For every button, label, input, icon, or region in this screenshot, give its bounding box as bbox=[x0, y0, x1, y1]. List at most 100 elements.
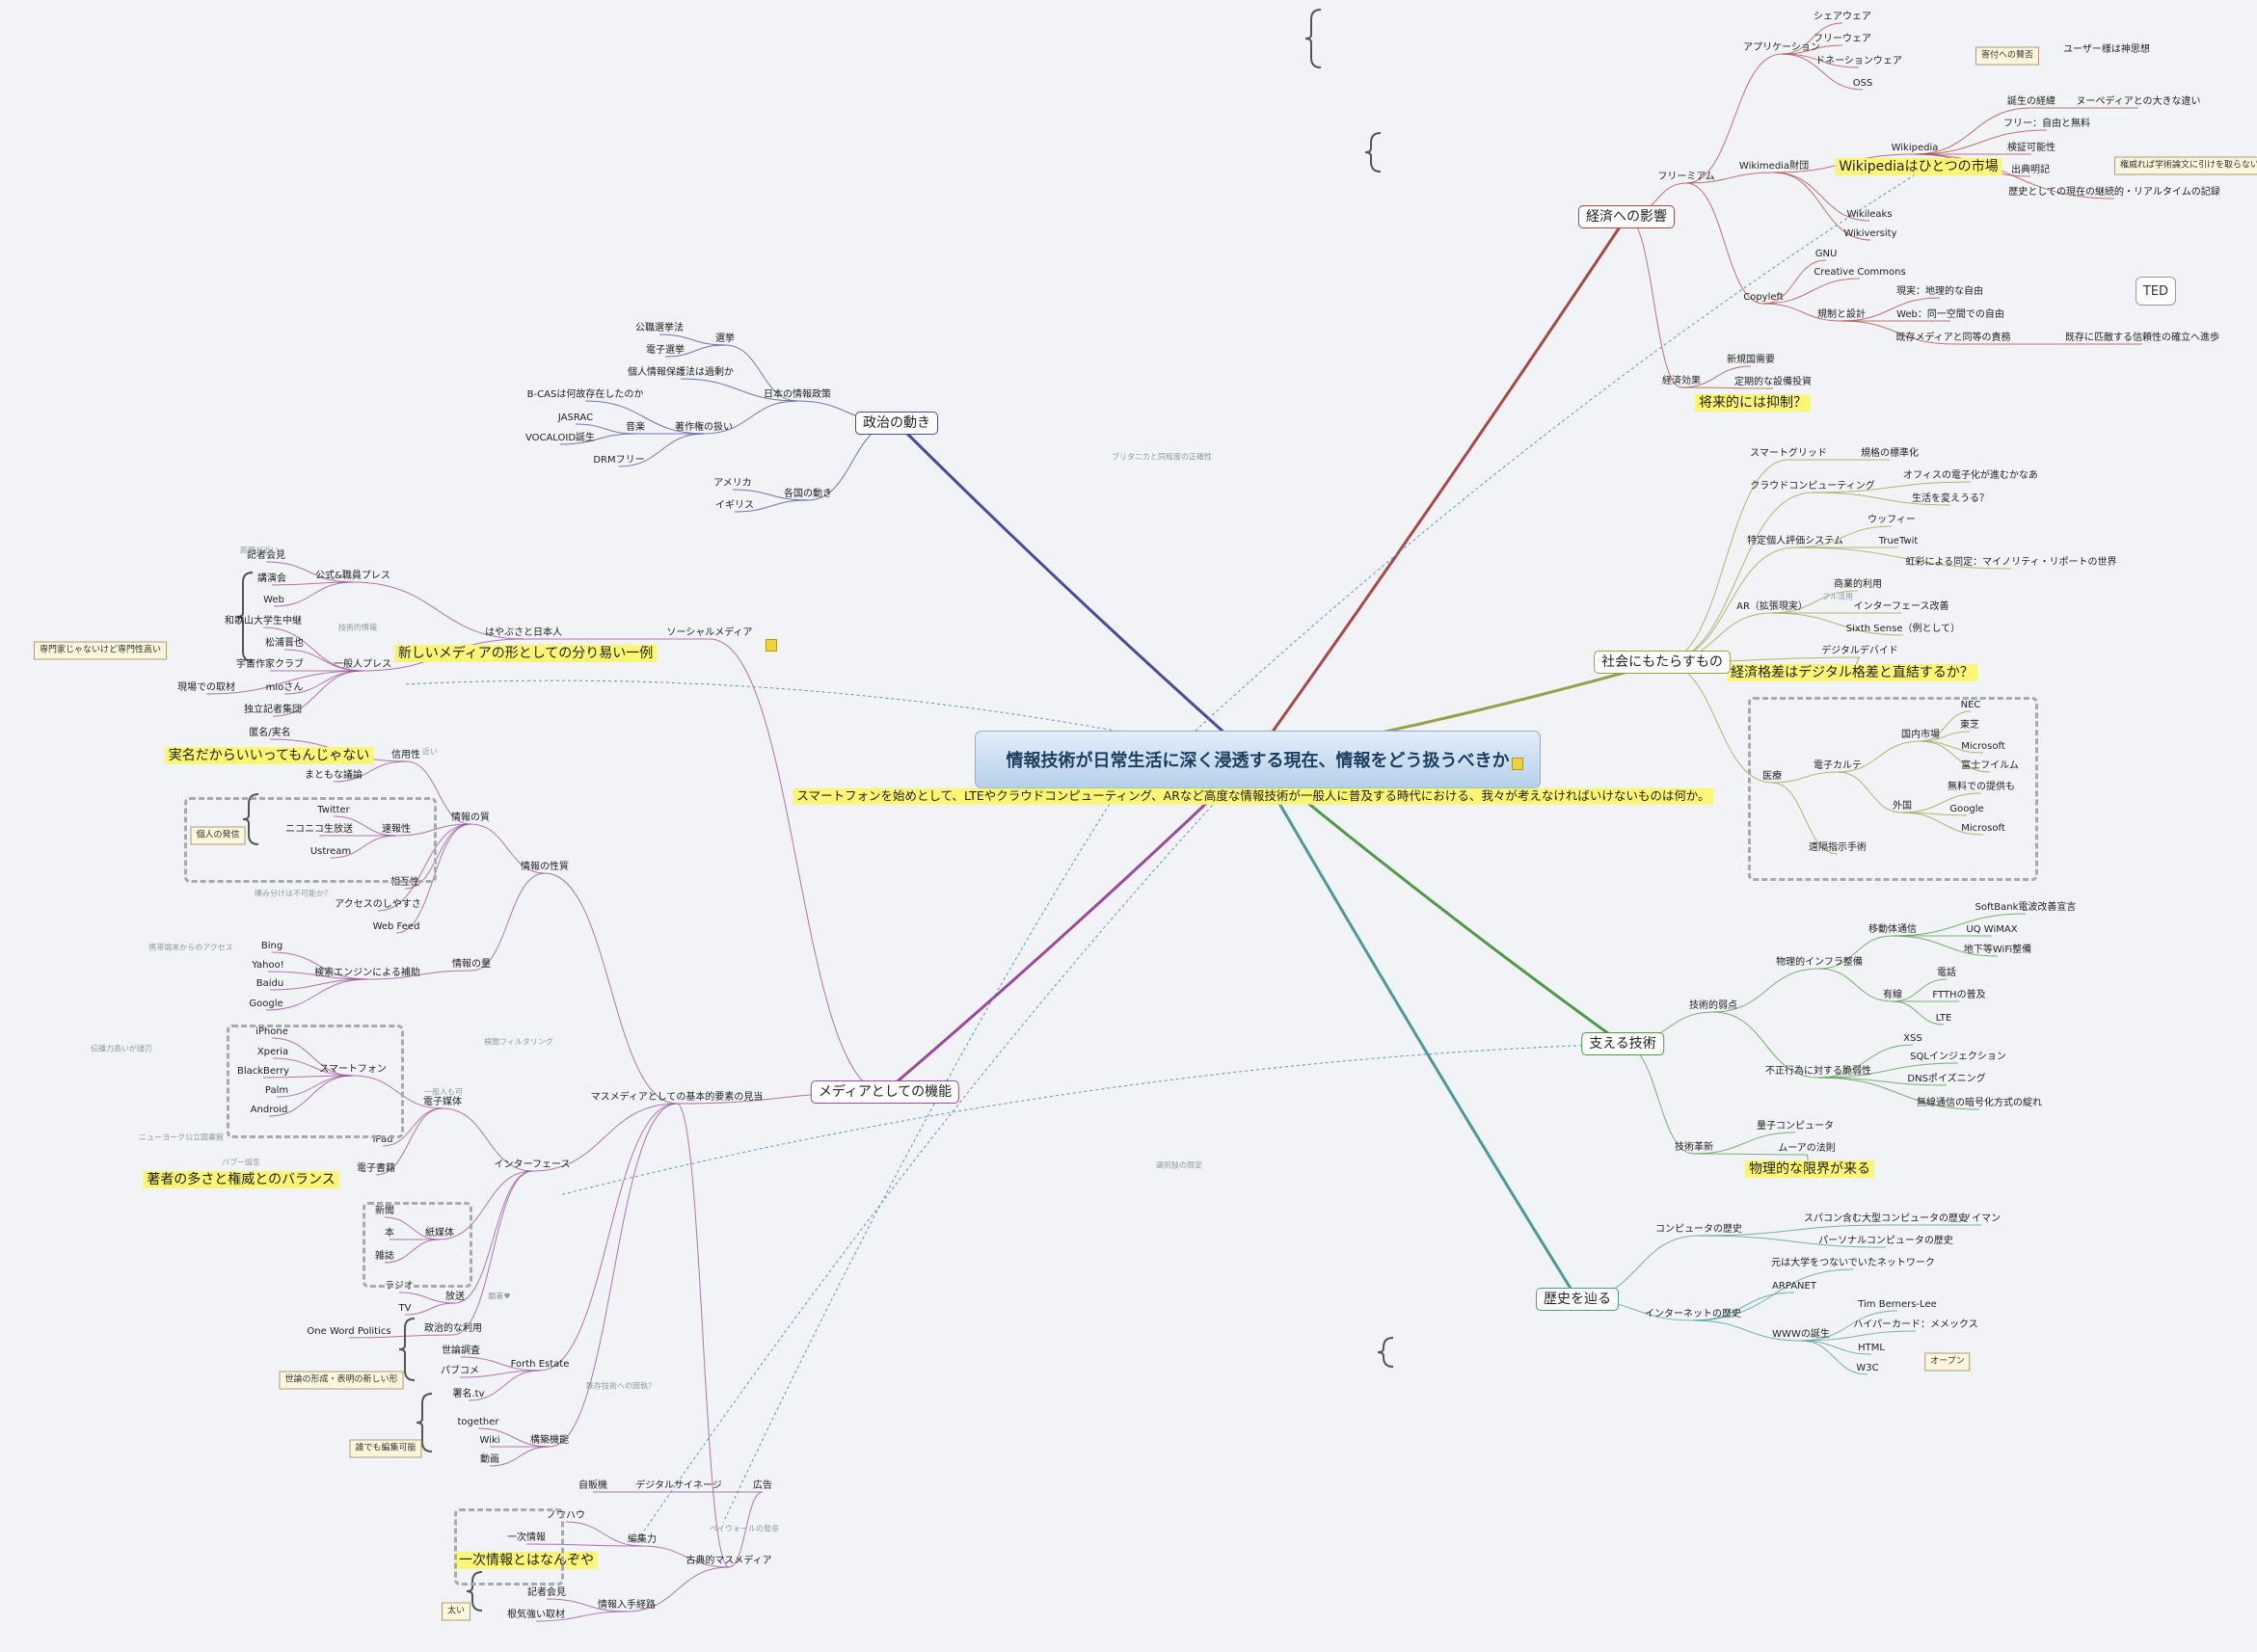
topic-j43[interactable]: 著者の多さと権威とのバランス bbox=[143, 1171, 339, 1188]
topic-e14[interactable]: 各国の動き bbox=[784, 489, 832, 499]
topic-b1[interactable]: 誕生の経緯 bbox=[2007, 96, 2055, 107]
topic-j38[interactable]: Android bbox=[250, 1105, 288, 1115]
topic-e3[interactable]: 選挙 bbox=[715, 333, 735, 344]
topic-b6[interactable]: 歴史としての現在の継続的・リアルタイムの記録 bbox=[2008, 187, 2220, 198]
topic-j1[interactable]: 記者会見 bbox=[247, 550, 285, 561]
topic-j17[interactable]: まともな議論 bbox=[305, 770, 363, 781]
topic-e10[interactable]: 著作権の扱い bbox=[675, 422, 733, 433]
topic-j29[interactable]: Yahoo! bbox=[252, 960, 284, 971]
topic-j25[interactable]: Web Feed bbox=[372, 921, 420, 932]
topic-e1[interactable]: 公職選挙法 bbox=[635, 323, 684, 333]
topic-h19[interactable]: 技術革新 bbox=[1675, 1142, 1713, 1153]
topic-h5[interactable]: 電話 bbox=[1937, 968, 1956, 978]
topic-j65[interactable]: 広告 bbox=[753, 1480, 772, 1491]
topic-j62[interactable]: 構築機能 bbox=[530, 1435, 569, 1446]
topic-f10[interactable]: AR（拡張現実） bbox=[1736, 601, 1808, 612]
topic-j6[interactable]: 松浦晋也 bbox=[265, 638, 304, 649]
topic-h15[interactable]: 不正行為に対する脆弱性 bbox=[1765, 1066, 1871, 1077]
topic-j3[interactable]: Web bbox=[263, 595, 284, 605]
topic-b11[interactable]: Wikiversity bbox=[1843, 228, 1897, 239]
topic-f13[interactable]: Sixth Sense（例として） bbox=[1845, 624, 1961, 634]
topic-h6[interactable]: FTTHの普及 bbox=[1932, 990, 1986, 1000]
topic-j73[interactable]: 情報入手経路 bbox=[598, 1600, 656, 1611]
topic-a4[interactable]: OSS bbox=[1852, 78, 1873, 89]
memo-icon[interactable] bbox=[1512, 758, 1523, 770]
branch-history[interactable]: 歴史を辿る bbox=[1536, 1288, 1619, 1311]
topic-j51[interactable]: TV bbox=[398, 1303, 412, 1314]
topic-j52[interactable]: 放送 bbox=[445, 1292, 465, 1302]
topic-i6[interactable]: ARPANET bbox=[1772, 1281, 1816, 1292]
topic-j4[interactable]: 公式&職員プレス bbox=[315, 571, 390, 581]
memo-icon[interactable] bbox=[766, 639, 777, 652]
topic-j61[interactable]: 動画 bbox=[480, 1454, 499, 1465]
topic-j64[interactable]: デジタルサイネージ bbox=[635, 1480, 722, 1491]
topic-g9[interactable]: 無料での提供も bbox=[1948, 782, 2015, 792]
topic-h16[interactable]: 量子コンピュータ bbox=[1757, 1121, 1834, 1132]
topic-j21[interactable]: Ustream bbox=[309, 846, 352, 857]
topic-j63[interactable]: 自販機 bbox=[578, 1480, 607, 1491]
topic-g7[interactable]: 富士フイルム bbox=[1961, 760, 2019, 771]
topic-e5[interactable]: 日本の情報政策 bbox=[764, 389, 831, 400]
topic-i1[interactable]: スパコン含む大型コンピュータの歴史 bbox=[1804, 1213, 1968, 1224]
topic-e13[interactable]: イギリス bbox=[715, 500, 754, 511]
topic-j70[interactable]: 古典的マスメディア bbox=[685, 1556, 772, 1566]
topic-j37[interactable]: Palm bbox=[264, 1085, 289, 1096]
topic-j19[interactable]: Twitter bbox=[317, 805, 350, 815]
topic-e4[interactable]: 個人情報保護法は過剰か bbox=[628, 367, 734, 378]
topic-j16[interactable]: 実名だからいいってもんじゃない bbox=[164, 747, 374, 764]
topic-j24[interactable]: アクセスのしやすさ bbox=[335, 899, 421, 910]
topic-j14[interactable]: 新しいメディアの形としての分り易い一例 bbox=[393, 645, 658, 662]
topic-i4[interactable]: コンピュータの歴史 bbox=[1655, 1224, 1742, 1235]
topic-c4[interactable]: 現実：地理的な自由 bbox=[1896, 286, 1983, 297]
branch-politics[interactable]: 政治の動き bbox=[855, 412, 938, 435]
topic-j34[interactable]: iPhone bbox=[255, 1026, 288, 1037]
topic-e7[interactable]: JASRAC bbox=[557, 413, 594, 423]
topic-j58[interactable]: Forth Estate bbox=[510, 1359, 570, 1370]
topic-b10[interactable]: Wikileaks bbox=[1846, 209, 1893, 220]
topic-e6[interactable]: B-CASは何故存在したのか bbox=[526, 389, 644, 400]
topic-j5[interactable]: 和歌山大学生中継 bbox=[225, 616, 302, 626]
topic-f5[interactable]: 生活を変えうる？ bbox=[1912, 493, 1989, 504]
topic-j71[interactable]: 記者会見 bbox=[527, 1587, 566, 1598]
topic-h12[interactable]: SQLインジェクション bbox=[1910, 1052, 2006, 1062]
topic-j36[interactable]: BlackBerry bbox=[236, 1066, 290, 1077]
topic-j66[interactable]: ノウハウ bbox=[547, 1510, 585, 1521]
topic-g6[interactable]: Microsoft bbox=[1961, 741, 2005, 752]
topic-j44[interactable]: マスメディアとしての基本的要素の見当 bbox=[590, 1092, 764, 1103]
topic-j56[interactable]: パブコメ bbox=[441, 1366, 479, 1376]
topic-i2[interactable]: ノイマン bbox=[1962, 1213, 2001, 1224]
topic-j53[interactable]: One Word Politics bbox=[307, 1326, 391, 1337]
topic-i12[interactable]: WWWの誕生 bbox=[1772, 1329, 1830, 1340]
topic-j7[interactable]: 宇宙作家クラブ bbox=[236, 659, 304, 670]
branch-economy[interactable]: 経済への影響 bbox=[1578, 205, 1675, 228]
topic-j49[interactable]: 紙媒体 bbox=[425, 1228, 454, 1239]
topic-j46[interactable]: 新聞 bbox=[375, 1206, 394, 1216]
topic-g5[interactable]: 東芝 bbox=[1960, 720, 1979, 731]
topic-a1[interactable]: シェアウェア bbox=[1814, 12, 1871, 22]
topic-d2[interactable]: 定期的な設備投資 bbox=[1734, 377, 1812, 387]
branch-tech[interactable]: 支える技術 bbox=[1581, 1032, 1664, 1055]
topic-j33[interactable]: 情報の量 bbox=[452, 959, 491, 970]
topic-c3[interactable]: Copyleft bbox=[1743, 292, 1784, 303]
topic-i9[interactable]: ハイパーカード：メメックス bbox=[1853, 1319, 1978, 1330]
topic-j12[interactable]: はやぶさと日本人 bbox=[485, 627, 562, 638]
topic-e12[interactable]: アメリカ bbox=[713, 478, 752, 489]
topic-j57[interactable]: 署名.tv bbox=[452, 1389, 485, 1399]
ted-node[interactable]: TED bbox=[2136, 277, 2176, 306]
topic-b3[interactable]: フリー：自由と無料 bbox=[2003, 119, 2090, 129]
topic-j28[interactable]: Bing bbox=[260, 941, 283, 951]
topic-h8[interactable]: 有線 bbox=[1883, 990, 1902, 1000]
topic-f4[interactable]: オフィスの電子化が進むかなあ bbox=[1903, 470, 2038, 481]
topic-j41[interactable]: iPad bbox=[372, 1134, 393, 1145]
central-topic[interactable]: 情報技術が日常生活に深く浸透する現在、情報をどう扱うべきか bbox=[975, 731, 1541, 788]
topic-j9[interactable]: 一般人プレス bbox=[334, 659, 391, 670]
topic-a2[interactable]: フリーウェア bbox=[1814, 34, 1871, 44]
topic-c6[interactable]: 既存メディアと同等の責務 bbox=[1895, 333, 2011, 343]
topic-h9[interactable]: 物理的インフラ整備 bbox=[1776, 957, 1863, 968]
topic-j22[interactable]: 速報性 bbox=[382, 824, 411, 835]
topic-j15[interactable]: 匿名/実名 bbox=[249, 728, 291, 738]
topic-f14[interactable]: デジタルデバイド bbox=[1821, 646, 1898, 656]
topic-j59[interactable]: together bbox=[457, 1417, 499, 1427]
topic-h7[interactable]: LTE bbox=[1935, 1013, 1952, 1024]
topic-j2[interactable]: 講演会 bbox=[257, 573, 286, 584]
